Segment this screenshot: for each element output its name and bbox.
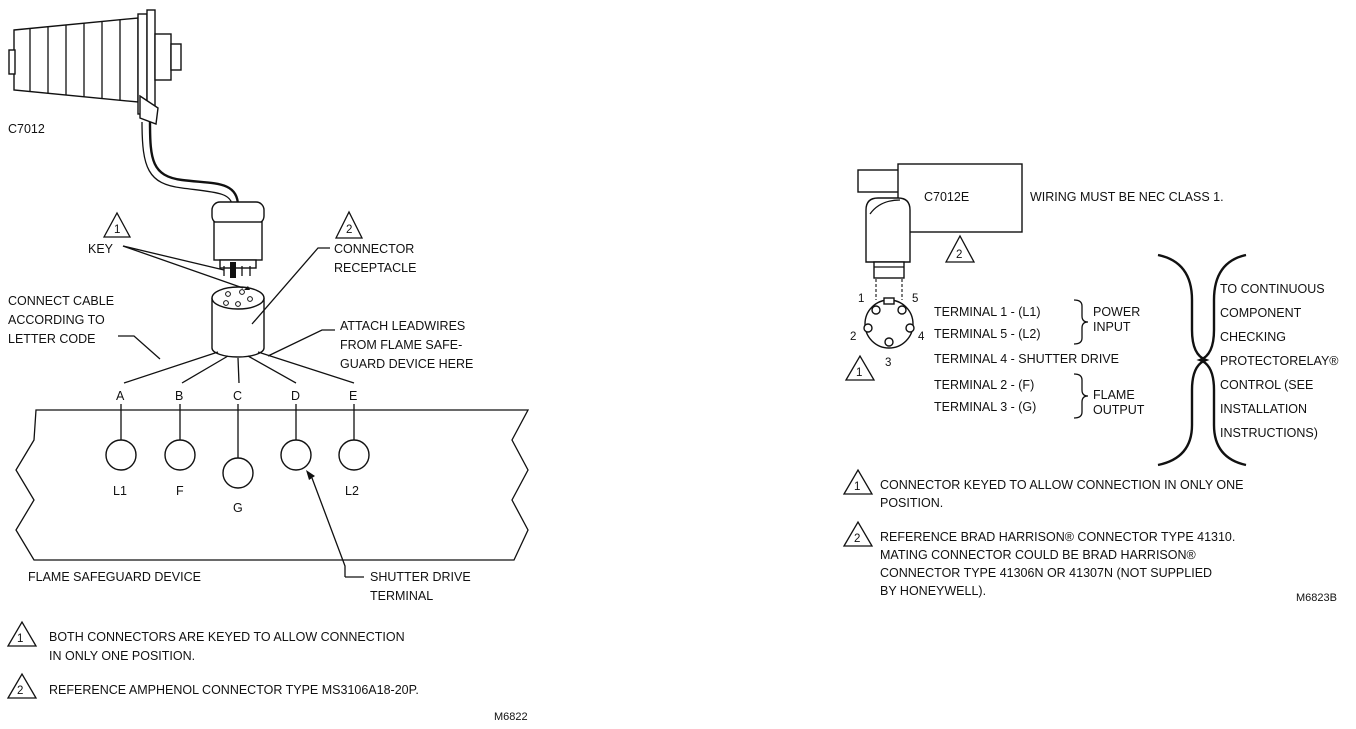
right-figure-id: M6823B xyxy=(1296,592,1337,604)
connector-receptacle xyxy=(211,286,265,358)
letter-b: B xyxy=(175,389,183,403)
left-note-2: 2 REFERENCE AMPHENOL CONNECTOR TYPE MS31… xyxy=(6,672,419,699)
c7012e-detector xyxy=(857,163,1023,279)
svg-text:2: 2 xyxy=(17,685,23,697)
cable xyxy=(148,121,240,207)
pin-1-label: 1 xyxy=(858,293,864,305)
connector-receptacle-label-2: RECEPTACLE xyxy=(334,261,416,275)
svg-text:CONNECTOR KEYED TO ALLOW CONNE: CONNECTOR KEYED TO ALLOW CONNECTION IN O… xyxy=(880,478,1244,492)
shutter-leader xyxy=(311,477,346,577)
connect-cable-label-1: CONNECT CABLE xyxy=(8,294,114,308)
svg-text:CONNECTOR TYPE 41306N OR 41307: CONNECTOR TYPE 41306N OR 41307N (NOT SUP… xyxy=(880,566,1212,580)
c7012-detector xyxy=(8,9,182,125)
attach-label-2: FROM FLAME SAFE- xyxy=(340,338,462,352)
svg-text:2: 2 xyxy=(346,224,352,236)
device-label: FLAME SAFEGUARD DEVICE xyxy=(28,570,201,584)
svg-text:BOTH CONNECTORS ARE KEYED TO A: BOTH CONNECTORS ARE KEYED TO ALLOW CONNE… xyxy=(49,630,405,644)
letter-c: C xyxy=(233,389,242,403)
svg-text:1: 1 xyxy=(114,224,120,236)
letter-e: E xyxy=(349,389,357,403)
terminals xyxy=(105,404,370,489)
terminal-5-text: TERMINAL 5 - (L2) xyxy=(934,327,1041,341)
pin-3-label: 3 xyxy=(885,357,891,369)
terminal-3-text: TERMINAL 3 - (G) xyxy=(934,400,1036,414)
svg-text:2: 2 xyxy=(854,533,860,545)
svg-text:1: 1 xyxy=(854,481,860,493)
attach-label-3: GUARD DEVICE HERE xyxy=(340,357,473,371)
receptacle-leader xyxy=(251,247,330,325)
destination-line-7: INSTRUCTIONS) xyxy=(1220,426,1318,440)
shutter-label-2: TERMINAL xyxy=(370,589,433,603)
pin-5-label: 5 xyxy=(912,293,918,305)
c7012-label: C7012 xyxy=(8,122,45,136)
power-label-1: POWER xyxy=(1093,305,1140,319)
pin-2-label: 2 xyxy=(850,331,856,343)
attach-leader xyxy=(267,329,335,357)
left-diagram: C7012 1 KEY xyxy=(6,9,530,723)
shutter-arrowhead xyxy=(306,470,315,480)
key-marker: 1 xyxy=(102,211,132,238)
shutter-label-1: SHUTTER DRIVE xyxy=(370,570,471,584)
letter-d: D xyxy=(291,389,300,403)
flame-label-2: OUTPUT xyxy=(1093,403,1145,417)
key-leader-plug xyxy=(122,245,225,271)
svg-text:1: 1 xyxy=(856,367,862,379)
svg-text:1: 1 xyxy=(17,633,23,645)
letter-a: A xyxy=(116,389,125,403)
terminal-label-f: F xyxy=(176,484,184,498)
key-leader-receptacle xyxy=(122,245,244,289)
terminal-4-text: TERMINAL 4 - SHUTTER DRIVE xyxy=(934,352,1119,366)
receptacle-marker: 2 xyxy=(334,210,364,239)
pin-leaders xyxy=(875,279,903,300)
leadwires xyxy=(123,351,355,384)
pin-face xyxy=(863,297,915,349)
destination-line-3: CHECKING xyxy=(1220,330,1286,344)
terminal-label-g: G xyxy=(233,501,243,515)
left-note-1: 1 BOTH CONNECTORS ARE KEYED TO ALLOW CON… xyxy=(6,620,405,663)
svg-text:MATING CONNECTOR COULD BE BRAD: MATING CONNECTOR COULD BE BRAD HARRISON® xyxy=(880,548,1197,562)
connector-receptacle-label-1: CONNECTOR xyxy=(334,242,414,256)
destination-line-1: TO CONTINUOUS xyxy=(1220,282,1325,296)
large-brace-right-facing xyxy=(1157,253,1210,467)
right-diagram: C7012E WIRING MUST BE NEC CLASS 1. 2 1 5… xyxy=(842,163,1339,604)
key-label: KEY xyxy=(88,242,114,256)
svg-text:BY HONEYWELL).: BY HONEYWELL). xyxy=(880,584,986,598)
c7012e-label: C7012E xyxy=(924,190,969,204)
connect-cable-label-3: LETTER CODE xyxy=(8,332,96,346)
terminal-label-l1: L1 xyxy=(113,484,127,498)
flame-brace xyxy=(1073,373,1089,419)
destination-line-6: INSTALLATION xyxy=(1220,402,1307,416)
destination-line-4: PROTECTORELAY® xyxy=(1220,354,1339,368)
wiring-label: WIRING MUST BE NEC CLASS 1. xyxy=(1030,190,1224,204)
svg-text:POSITION.: POSITION. xyxy=(880,496,943,510)
svg-text:2: 2 xyxy=(956,249,962,261)
flame-label-1: FLAME xyxy=(1093,388,1135,402)
attach-label-1: ATTACH LEADWIRES xyxy=(340,319,465,333)
destination-line-5: CONTROL (SEE xyxy=(1220,378,1313,392)
terminal-1-text: TERMINAL 1 - (L1) xyxy=(934,305,1041,319)
connect-cable-label-2: ACCORDING TO xyxy=(8,313,105,327)
plug-connector xyxy=(211,201,265,278)
left-figure-id: M6822 xyxy=(494,711,528,723)
svg-text:REFERENCE AMPHENOL CONNECTOR T: REFERENCE AMPHENOL CONNECTOR TYPE MS3106… xyxy=(49,683,419,697)
right-marker-2: 2 xyxy=(944,234,976,263)
connect-cable-leader xyxy=(118,335,161,360)
destination-line-2: COMPONENT xyxy=(1220,306,1302,320)
terminal-2-text: TERMINAL 2 - (F) xyxy=(934,378,1034,392)
power-label-2: INPUT xyxy=(1093,320,1131,334)
large-brace-left-facing xyxy=(1196,253,1247,467)
svg-text:IN ONLY ONE POSITION.: IN ONLY ONE POSITION. xyxy=(49,649,195,663)
device-outline xyxy=(15,409,530,561)
pin-4-label: 4 xyxy=(918,331,925,343)
svg-text:REFERENCE BRAD HARRISON® CONNE: REFERENCE BRAD HARRISON® CONNECTOR TYPE … xyxy=(880,530,1235,544)
cable-edge xyxy=(141,121,233,207)
terminal-label-l2: L2 xyxy=(345,484,359,498)
right-note-1: 1 CONNECTOR KEYED TO ALLOW CONNECTION IN… xyxy=(842,468,1244,510)
power-brace xyxy=(1073,299,1089,345)
right-marker-1: 1 xyxy=(844,354,876,381)
right-note-2: 2 REFERENCE BRAD HARRISON® CONNECTOR TYP… xyxy=(842,520,1235,598)
